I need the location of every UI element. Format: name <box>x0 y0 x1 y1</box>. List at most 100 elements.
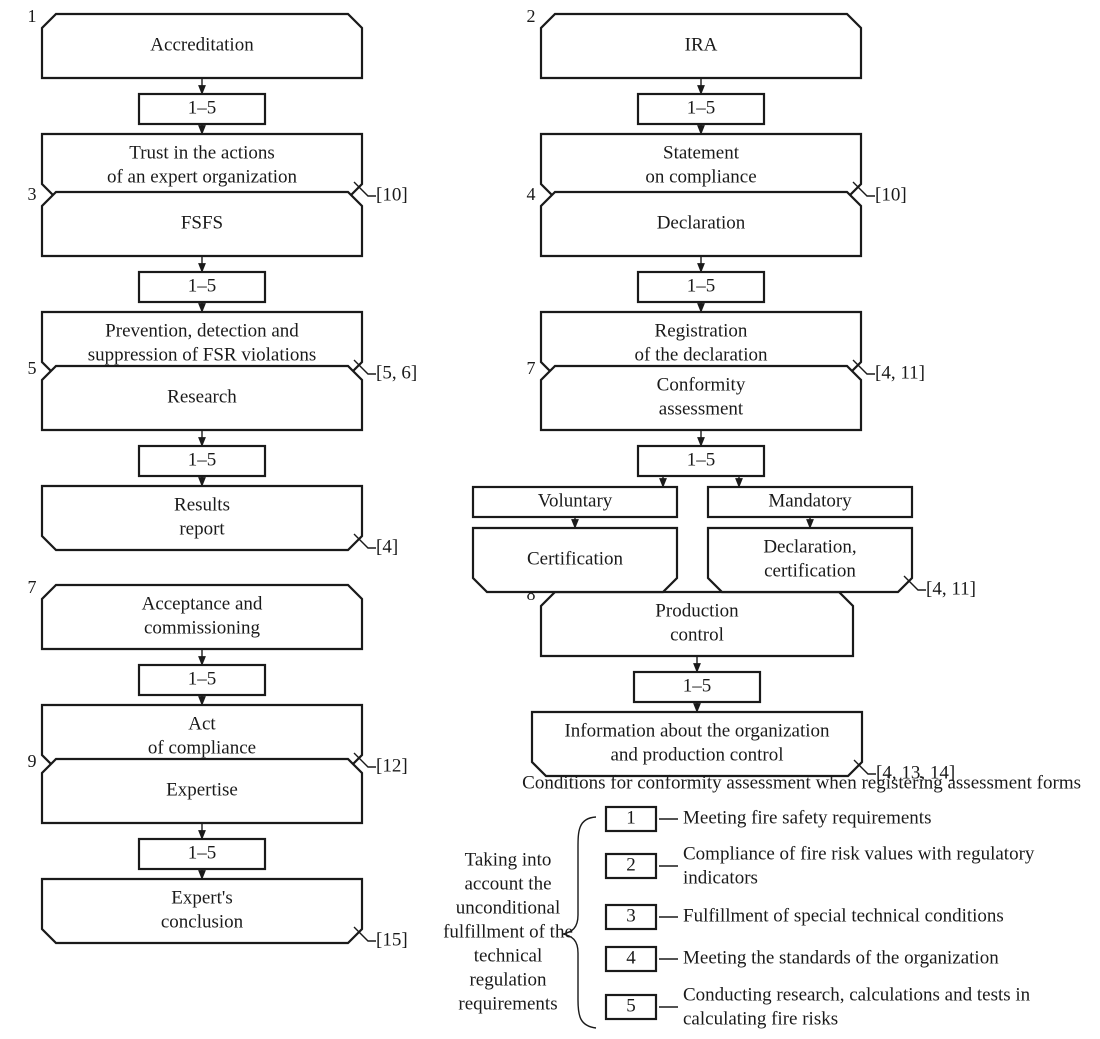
brace-label: account the <box>464 873 551 894</box>
conditions-box <box>137 270 267 304</box>
form-title-box <box>40 364 364 432</box>
branch-result-box <box>706 526 914 594</box>
conditions-label: 1–5 <box>687 97 716 118</box>
block-number: 2 <box>527 6 536 26</box>
condition-number-box <box>604 993 658 1021</box>
block-number: 7 <box>28 577 37 597</box>
condition-number: 5 <box>626 995 636 1016</box>
reference-label: [4] <box>376 536 398 557</box>
form-block-branching: 7Conformityassessment1–5VoluntaryCertifi… <box>471 358 976 599</box>
form-result-box <box>530 710 864 778</box>
form-title: Expertise <box>166 779 238 800</box>
branch-result: Certification <box>527 548 624 569</box>
block-number: 4 <box>527 184 536 204</box>
curly-brace <box>562 816 597 1029</box>
reference-leader <box>353 926 376 942</box>
block-number: 5 <box>28 358 37 378</box>
form-title-box <box>40 12 364 80</box>
branch-result: certification <box>764 560 856 581</box>
condition-number: 4 <box>626 947 636 968</box>
form-title-box <box>539 12 863 80</box>
form-result: on compliance <box>645 166 756 187</box>
form-result: Expert's <box>171 887 232 908</box>
form-title: commissioning <box>144 617 261 638</box>
form-result: conclusion <box>161 911 244 932</box>
conditions-label: 1–5 <box>683 675 712 696</box>
form-result: Trust in the actions <box>129 142 275 163</box>
conditions-box <box>137 837 267 871</box>
condition-number: 3 <box>626 905 636 926</box>
conditions-box <box>636 270 766 304</box>
conditions-box <box>137 663 267 697</box>
form-result-box <box>40 877 364 945</box>
condition-text: Conducting research, calculations and te… <box>683 984 1031 1005</box>
form-title: Conformity <box>657 374 746 395</box>
form-result-box <box>40 484 364 552</box>
condition-text: calculating fire risks <box>683 1008 838 1029</box>
form-title-box <box>40 190 364 258</box>
conditions-box <box>636 444 766 478</box>
condition-text: Fulfillment of special technical conditi… <box>683 905 1004 926</box>
legend: Conditions for conformity assessment whe… <box>443 772 1081 1029</box>
reference-label: [10] <box>875 184 907 205</box>
condition-number-box <box>604 805 658 833</box>
form-title: Accreditation <box>150 34 254 55</box>
condition-number-box <box>604 852 658 880</box>
reference-leader <box>852 359 875 375</box>
form-result: Results <box>174 494 230 515</box>
form-result: of the declaration <box>635 344 768 365</box>
conditions-label: 1–5 <box>188 449 217 470</box>
condition-number: 2 <box>626 854 636 875</box>
form-result: Registration <box>655 320 748 341</box>
block-number: 3 <box>28 184 37 204</box>
form-result: of an expert organization <box>107 166 298 187</box>
reference-label: [15] <box>376 929 408 950</box>
conditions-box <box>137 444 267 478</box>
conditions-label: 1–5 <box>188 842 217 863</box>
form-title: Production <box>655 600 739 621</box>
conditions-label: 1–5 <box>188 668 217 689</box>
branch-type-label: Mandatory <box>768 490 852 511</box>
form-title-box <box>539 364 863 432</box>
reference-label: [4, 11] <box>926 578 976 599</box>
brace-label: requirements <box>458 993 557 1014</box>
conditions-box <box>636 92 766 126</box>
legend-item: 5 Conducting research, calculations and t… <box>604 984 1031 1029</box>
block-number: 7 <box>527 358 536 378</box>
reference-label: [4, 11] <box>875 362 925 383</box>
brace-label: technical <box>474 945 543 966</box>
reference-leader <box>353 359 376 375</box>
reference-leader <box>353 181 376 197</box>
reference-label: [4, 13, 14] <box>876 762 955 783</box>
form-title: IRA <box>685 34 718 55</box>
form-result: Act <box>188 713 216 734</box>
legend-title: Conditions for conformity assessment whe… <box>522 772 1081 793</box>
form-result: report <box>179 518 225 539</box>
form-title-box <box>539 190 863 258</box>
reference-leader <box>353 752 376 768</box>
form-result: Prevention, detection and <box>105 320 299 341</box>
condition-number: 1 <box>626 807 636 828</box>
form-title-box <box>40 757 364 825</box>
reference-label: [12] <box>376 755 408 776</box>
conditions-label: 1–5 <box>687 275 716 296</box>
branch-result-box <box>471 526 679 594</box>
condition-number-box <box>604 945 658 973</box>
reference-label: [10] <box>376 184 408 205</box>
reference-leader <box>852 181 875 197</box>
form-result: and production control <box>610 744 783 765</box>
conditions-label: 1–5 <box>188 97 217 118</box>
branch-type-box <box>471 485 679 519</box>
brace-label: regulation <box>469 969 547 990</box>
form-title: FSFS <box>181 212 223 233</box>
